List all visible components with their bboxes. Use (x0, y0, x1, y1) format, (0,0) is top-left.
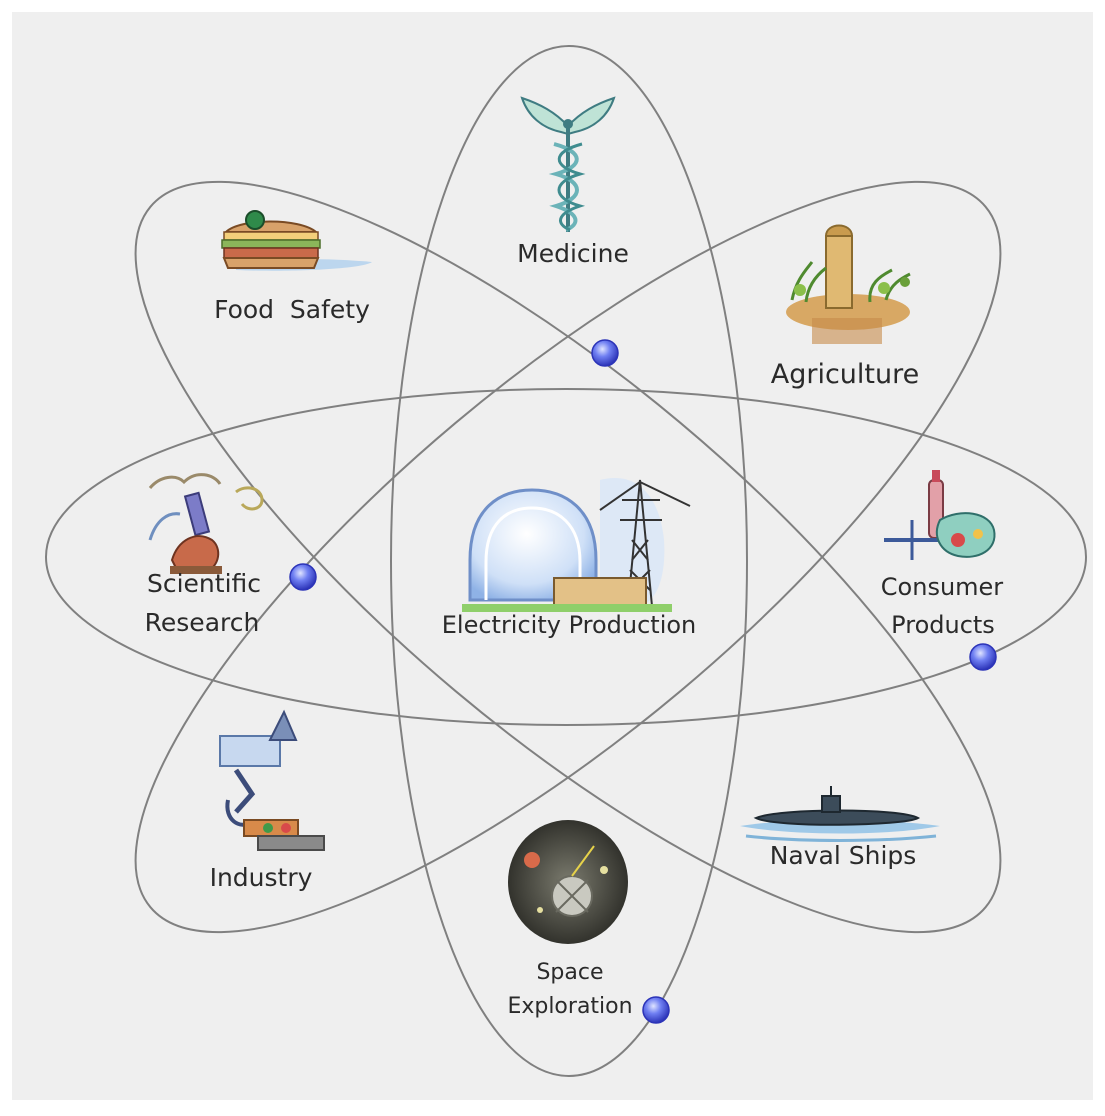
label-space-1: Space (536, 960, 603, 985)
electron (642, 996, 670, 1024)
silo-farm-icon (786, 224, 911, 344)
label-scientific-2: Research (145, 608, 260, 637)
space-probe-icon (508, 820, 628, 944)
sandwich-icon (221, 210, 372, 271)
caduceus-icon (520, 96, 616, 232)
orbit-vertical (390, 45, 748, 1077)
label-naval-ships: Naval Ships (770, 841, 917, 870)
electrons (289, 339, 997, 1024)
orbit-horizontal (45, 388, 1087, 726)
electron (591, 339, 619, 367)
label-space-2: Exploration (507, 994, 632, 1019)
label-consumer-1: Consumer (881, 573, 1004, 601)
label-agriculture: Agriculture (771, 359, 920, 390)
submarine-icon (740, 786, 940, 842)
microscope-icon (148, 473, 264, 574)
orbit-diagonal-right (134, 180, 1002, 934)
orbits (45, 45, 1087, 1077)
label-consumer-2: Products (891, 611, 995, 639)
power-plant-icon (462, 478, 691, 612)
label-scientific-1: Scientific (147, 569, 261, 598)
label-electricity-production: Electricity Production (442, 611, 697, 639)
orbit-diagonal-left (134, 180, 1002, 934)
label-food-safety: Food Safety (214, 295, 370, 324)
electron (969, 643, 997, 671)
electron (289, 563, 317, 591)
label-industry: Industry (210, 863, 313, 892)
robotic-arm-icon (219, 709, 325, 851)
label-medicine: Medicine (517, 239, 629, 268)
consumer-goods-icon (884, 470, 996, 560)
